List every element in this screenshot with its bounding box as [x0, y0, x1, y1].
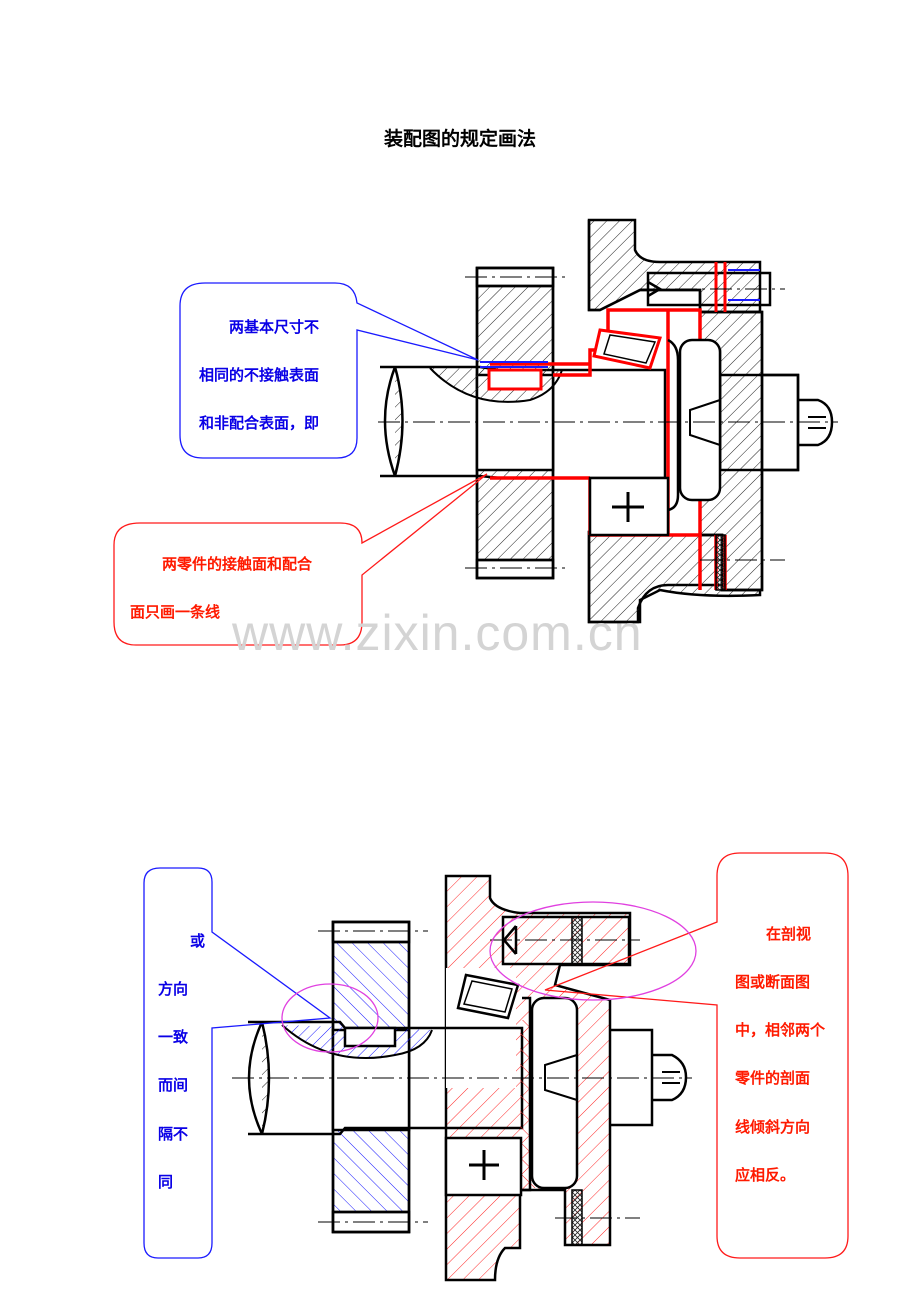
note-line: 和非配合表面，即 — [199, 414, 320, 432]
page-title: 装配图的规定画法 — [383, 128, 536, 150]
note-line: 或 — [190, 932, 206, 950]
note-line: 零件的剖面 — [735, 1069, 811, 1087]
note-line: 而间 — [158, 1076, 189, 1094]
note-line: 中，相邻两个 — [735, 1021, 826, 1039]
figure-2-callouts — [143, 852, 849, 1259]
note-line: 相同的不接触表面 — [199, 366, 320, 384]
note-line: 应相反。 — [735, 1166, 796, 1184]
figure-1-callouts — [113, 282, 488, 646]
note-line: 两零件的接触面和配合 — [162, 555, 313, 573]
note-line: 在剖视 — [766, 925, 812, 943]
note-line: 两基本尺寸不 — [229, 318, 320, 336]
note-line: 同 — [158, 1173, 174, 1191]
note-line: 一致 — [158, 1028, 189, 1046]
note-line: 线倾斜方向 — [735, 1118, 811, 1136]
figure-2-drawing — [232, 874, 692, 1282]
figure-1-drawing — [378, 218, 838, 624]
note-line: 面只画一条线 — [130, 603, 221, 621]
note-line: 图或断面图 — [735, 973, 811, 991]
note-line: 方向 — [158, 980, 189, 998]
note-line: 隔不 — [158, 1125, 189, 1143]
watermark: www.zixin.com.cn — [232, 605, 643, 661]
